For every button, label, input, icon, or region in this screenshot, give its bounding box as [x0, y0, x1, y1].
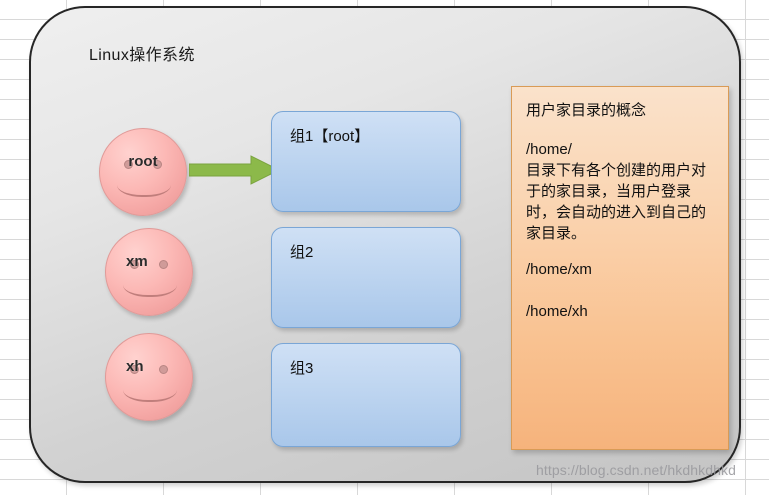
user-avatar-xh[interactable]: xh: [105, 333, 193, 421]
watermark-text: https://blog.csdn.net/hkdhkdhkd: [536, 462, 737, 478]
home-note-title: 用户家目录的概念: [526, 102, 647, 119]
smiley-mouth-icon: [117, 171, 171, 197]
arrow-right-icon: [189, 155, 281, 185]
user-avatar-root[interactable]: root: [99, 128, 187, 216]
home-note-body-text: 目录下有各个创建的用户对于的家目录，当用户登录时，会自动的进入到自己的家目录。: [526, 162, 707, 242]
smiley-left-eye-icon: [130, 365, 139, 374]
group-label-group2: 组2: [290, 244, 314, 261]
home-note-path-xh: /home/xh: [526, 303, 588, 320]
smiley-right-eye-icon: [159, 365, 168, 374]
group-box-group3[interactable]: 组3: [271, 343, 461, 447]
home-note-path-xm: /home/xm: [526, 261, 592, 278]
group-box-group2[interactable]: 组2: [271, 227, 461, 328]
home-note-path-home: /home/: [526, 141, 572, 158]
group-label-group3: 组3: [290, 360, 314, 377]
user-label-xh: xh: [126, 358, 144, 375]
smiley-mouth-icon: [123, 376, 177, 402]
group-label-group1: 组1【root】: [290, 128, 370, 145]
home-directory-note-box: 用户家目录的概念 /home/ 目录下有各个创建的用户对于的家目录，当用户登录时…: [511, 86, 729, 450]
user-label-xm: xm: [126, 253, 148, 270]
user-label-root: root: [128, 153, 158, 170]
smiley-left-eye-icon: [124, 160, 133, 169]
smiley-mouth-icon: [123, 271, 177, 297]
os-title-label: Linux操作系统: [89, 47, 195, 64]
smiley-right-eye-icon: [159, 260, 168, 269]
user-avatar-xm[interactable]: xm: [105, 228, 193, 316]
smiley-left-eye-icon: [130, 260, 139, 269]
group-box-group1[interactable]: 组1【root】: [271, 111, 461, 212]
smiley-right-eye-icon: [153, 160, 162, 169]
linux-os-container: Linux操作系统 root xm xh 组1【root】 组2 组3 用户家目…: [29, 6, 741, 483]
